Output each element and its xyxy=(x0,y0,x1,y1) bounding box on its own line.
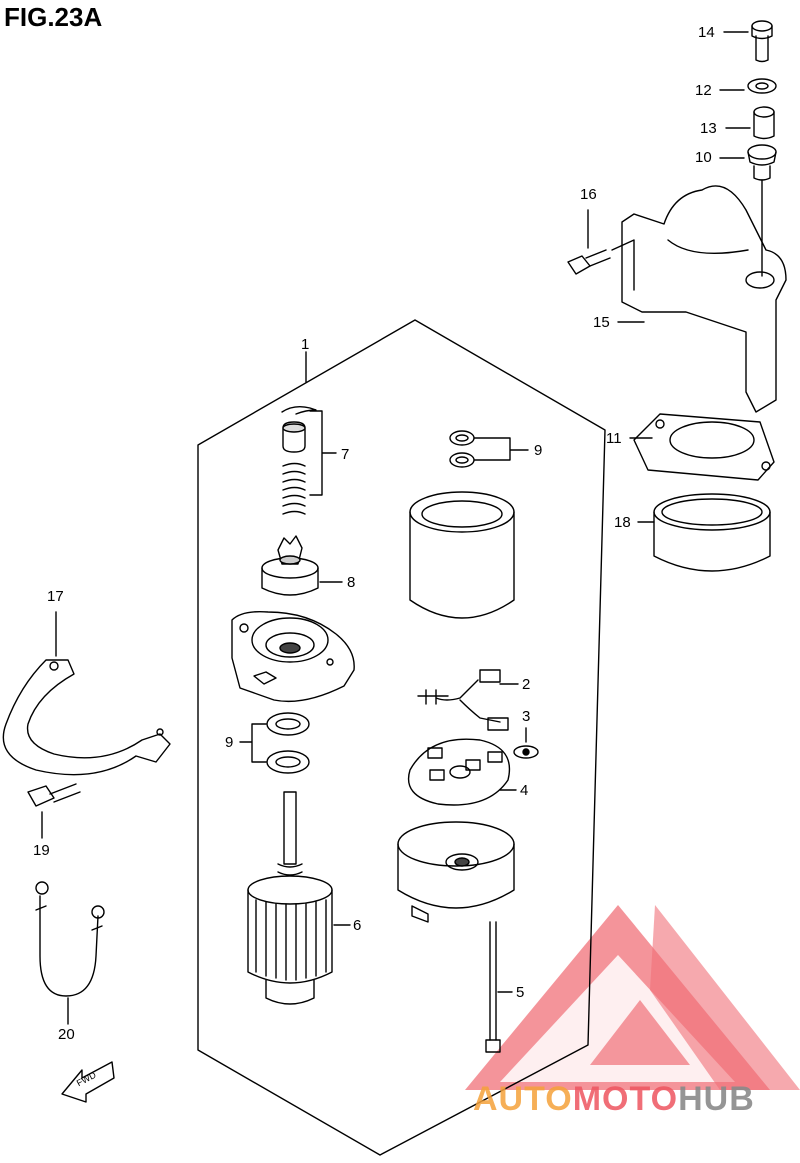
callout-2: 2 xyxy=(522,676,531,693)
callout-3: 3 xyxy=(522,708,531,725)
callout-10: 10 xyxy=(695,149,712,166)
callout-16: 16 xyxy=(580,186,597,203)
part-2-brush-set xyxy=(417,669,519,731)
watermark-text: AUTOMOTOHUB xyxy=(473,1080,755,1119)
figure-title: FIG.23A xyxy=(4,2,103,32)
callout-4: 4 xyxy=(520,782,529,799)
part-16-bolt xyxy=(567,209,635,291)
callout-18: 18 xyxy=(614,514,631,531)
part-7-pinion-set xyxy=(281,405,337,515)
part-20-lead-wire xyxy=(35,881,105,1025)
callout-19: 19 xyxy=(33,842,50,859)
starter-assembly-outline xyxy=(197,319,606,1156)
callout-15: 15 xyxy=(593,314,610,331)
yoke-field-frame xyxy=(409,491,515,619)
callout-7: 7 xyxy=(341,446,350,463)
callout-5: 5 xyxy=(516,984,525,1001)
part-9-washers-lower xyxy=(239,712,310,774)
callout-20: 20 xyxy=(58,1026,75,1043)
part-3-bearing xyxy=(513,727,539,759)
fwd-arrow xyxy=(61,1061,115,1103)
watermark-logo xyxy=(465,905,800,1090)
part-5-through-bolt xyxy=(485,921,513,1053)
rear-end-bracket xyxy=(397,821,515,923)
watermark-part-hub: HUB xyxy=(678,1080,755,1118)
part-4-brush-holder xyxy=(407,738,517,806)
watermark-part-moto: MOTO xyxy=(572,1080,679,1118)
part-17-strap-bracket xyxy=(2,611,171,776)
drive-housing xyxy=(231,610,355,703)
callout-17: 17 xyxy=(47,588,64,605)
part-9-washers-upper xyxy=(449,430,529,468)
part-6-armature xyxy=(247,791,351,1005)
part-11-gasket xyxy=(629,413,775,481)
callout-6: 6 xyxy=(353,917,362,934)
callout-13: 13 xyxy=(700,120,717,137)
callout-8: 8 xyxy=(347,574,356,591)
callout-9-upper: 9 xyxy=(534,442,543,459)
parts-10-14-fastener-stack xyxy=(719,20,777,181)
part-18-ring xyxy=(637,493,771,572)
watermark-part-auto: AUTO xyxy=(473,1080,573,1118)
callout-1: 1 xyxy=(301,336,310,353)
part-19-bolt xyxy=(27,783,81,839)
part-15-starter-cover xyxy=(617,179,787,413)
callout-14: 14 xyxy=(698,24,715,41)
callout-12: 12 xyxy=(695,82,712,99)
part-8-pinion xyxy=(261,535,343,596)
callout-9-lower: 9 xyxy=(225,734,234,751)
callout-11: 11 xyxy=(606,430,622,447)
